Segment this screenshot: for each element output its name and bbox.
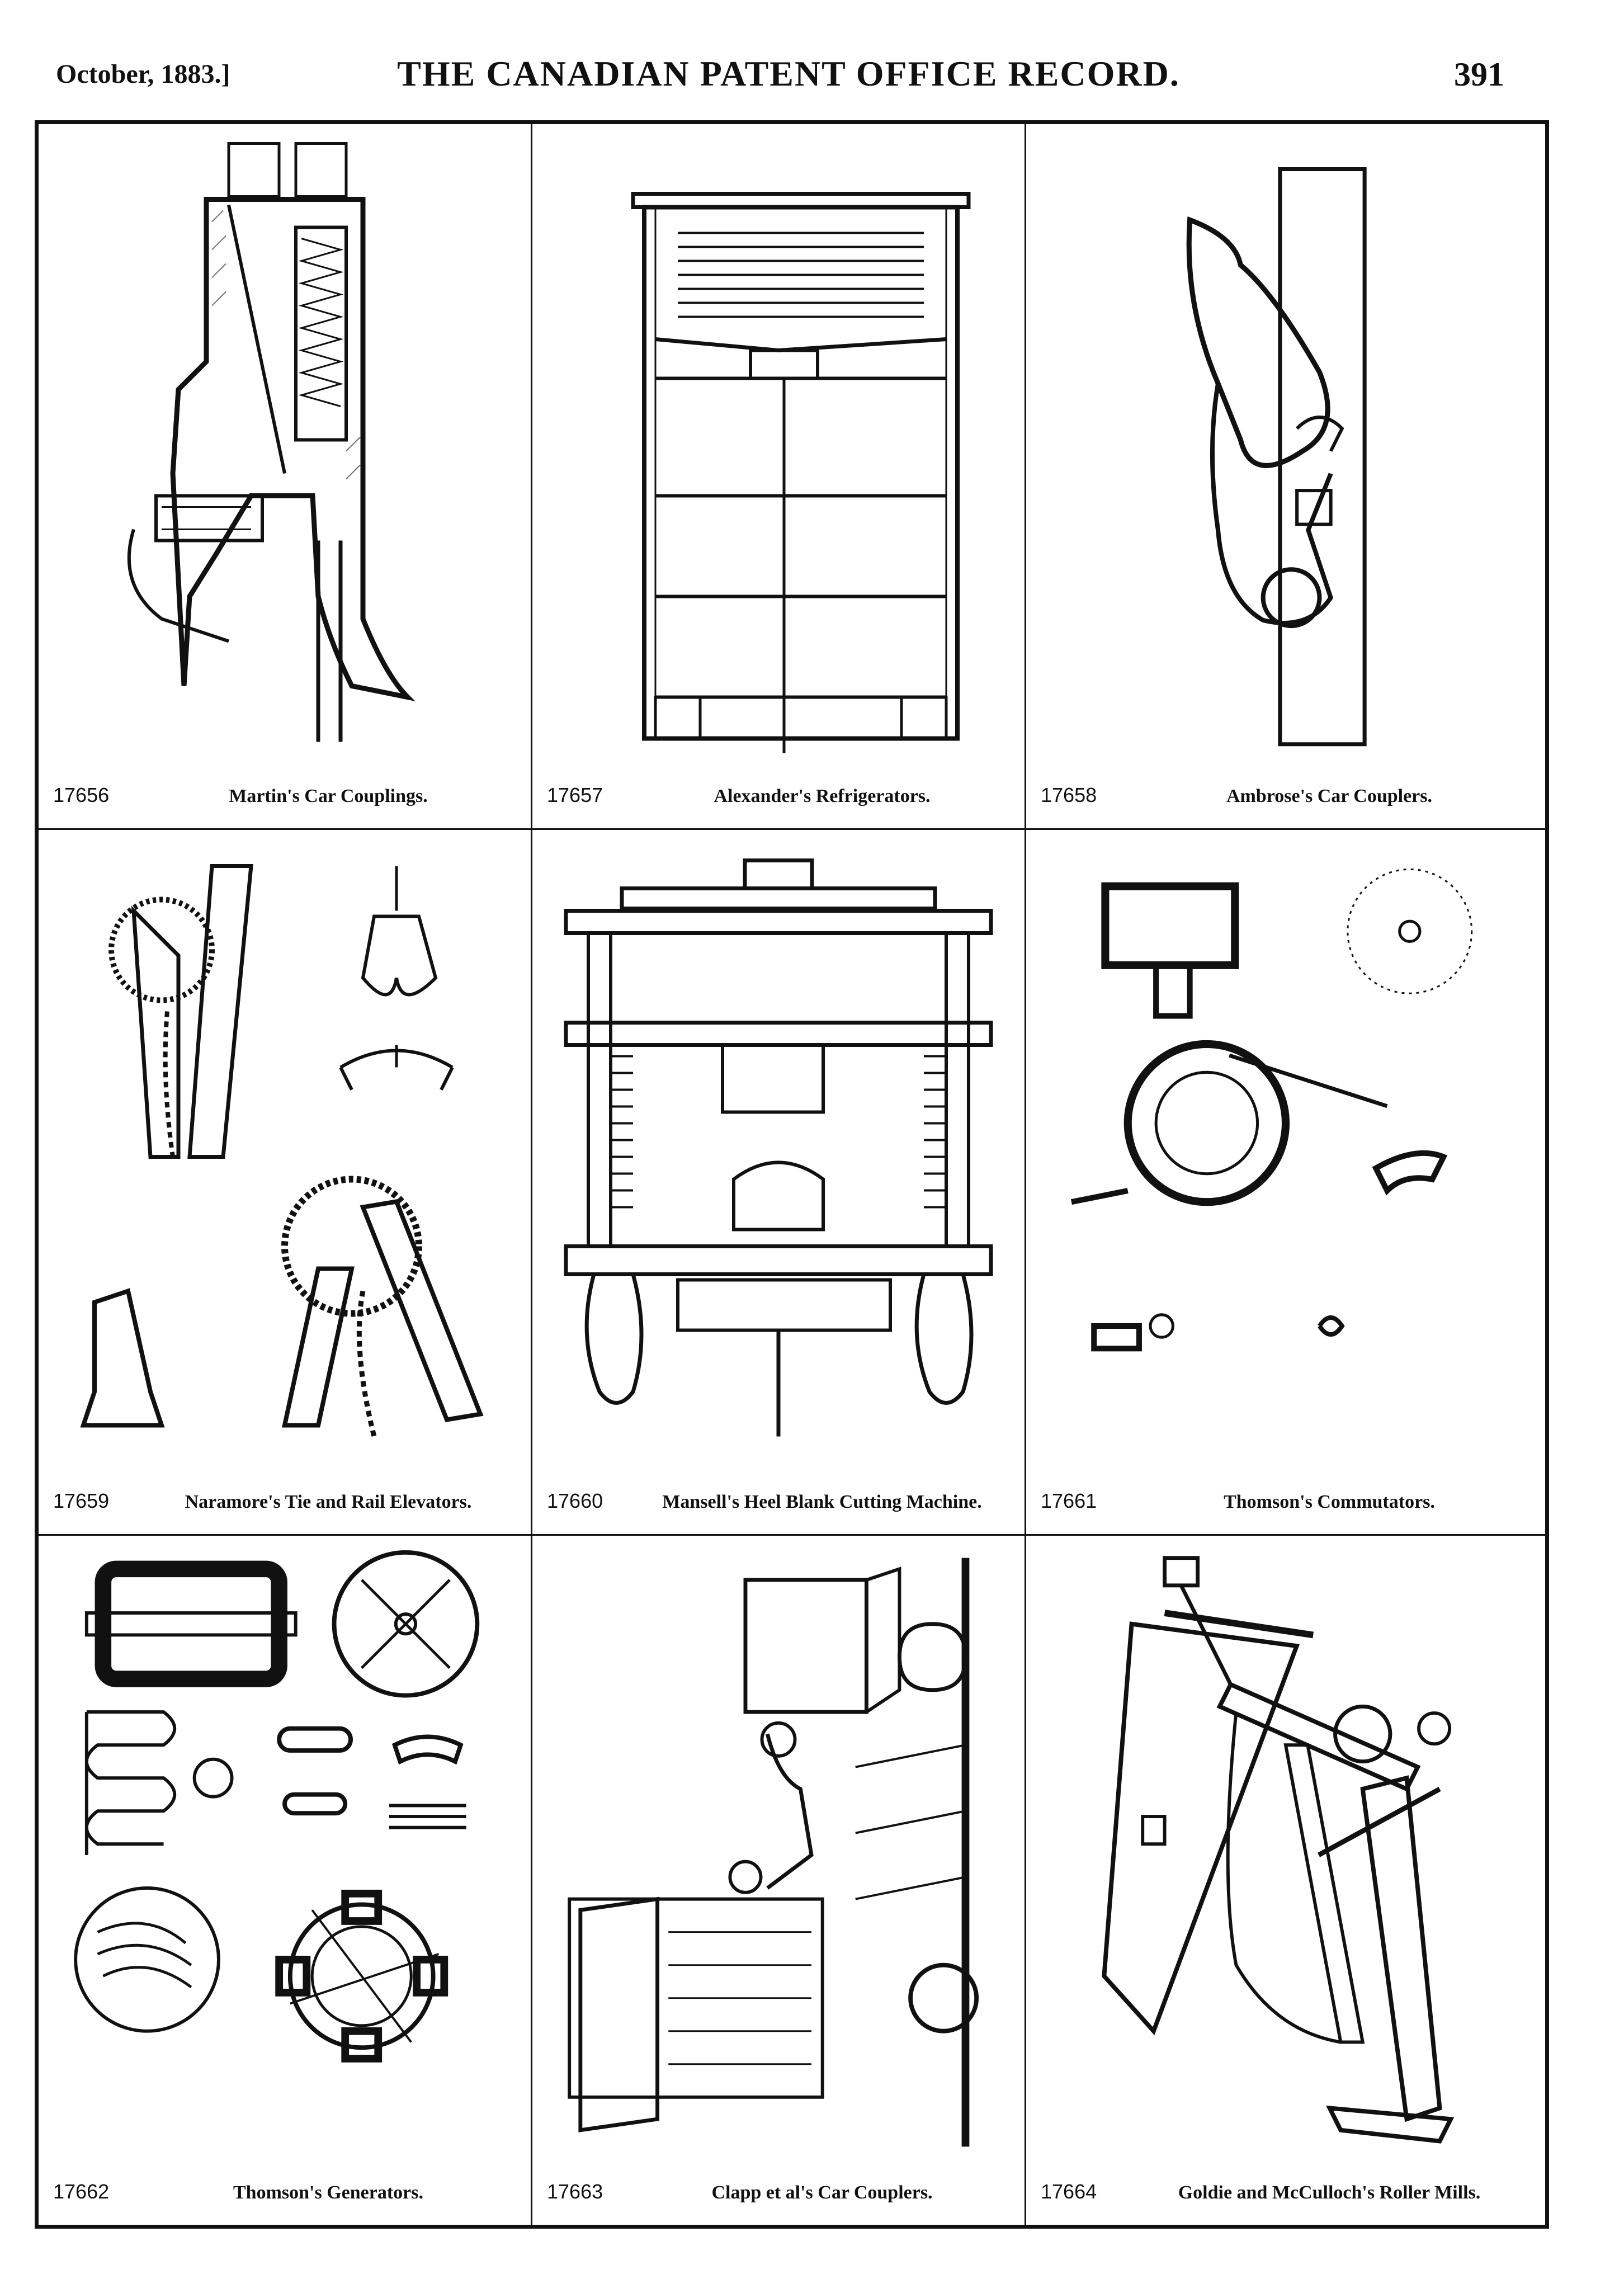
patent-title: Ambrose's Car Couplers. <box>1226 786 1433 806</box>
patent-number: 17663 <box>547 2180 603 2203</box>
patent-drawing-refrigerator <box>544 135 1013 761</box>
publication-title: THE CANADIAN PATENT OFFICE RECORD. <box>397 54 1180 93</box>
patent-title: Mansell's Heel Blank Cutting Machine. <box>662 1492 982 1512</box>
patent-caption: 17661 Thomson's Commutators. <box>1041 1485 1534 1513</box>
patent-drawing-commutators <box>1037 841 1534 1467</box>
patent-drawing-car-couplers-clapp <box>544 1547 1013 2158</box>
patent-number: 17661 <box>1041 1489 1097 1512</box>
patent-drawing-generators <box>50 1547 520 2158</box>
patent-caption: 17662 Thomson's Generators. <box>53 2176 520 2203</box>
patent-caption: 17657 Alexander's Refrigerators. <box>547 779 1013 807</box>
patent-title: Thomson's Generators. <box>233 2182 423 2203</box>
patent-cell-17659: 17659 Naramore's Tie and Rail Elevators. <box>39 830 532 1536</box>
patent-cell-17661: 17661 Thomson's Commutators. <box>1026 830 1545 1536</box>
patent-number: 17664 <box>1041 2180 1097 2203</box>
patent-title: Goldie and McCulloch's Roller Mills. <box>1178 2182 1481 2203</box>
patent-title: Clapp et al's Car Couplers. <box>711 2182 933 2203</box>
patent-cell-17663: 17663 Clapp et al's Car Couplers. <box>532 1536 1026 2225</box>
patent-number: 17656 <box>53 784 110 806</box>
patent-cell-17660: 17660 Mansell's Heel Blank Cutting Machi… <box>532 830 1026 1536</box>
patent-caption: 17664 Goldie and McCulloch's Roller Mill… <box>1041 2176 1534 2203</box>
patent-caption: 17656 Martin's Car Couplings. <box>53 779 520 807</box>
patent-drawing-car-coupling-section <box>50 135 520 761</box>
patent-title: Thomson's Commutators. <box>1224 1492 1435 1512</box>
patent-caption: 17663 Clapp et al's Car Couplers. <box>547 2176 1013 2203</box>
patent-caption: 17658 Ambrose's Car Couplers. <box>1041 779 1534 807</box>
page-number: 391 <box>1454 56 1504 93</box>
patent-caption: 17660 Mansell's Heel Blank Cutting Machi… <box>547 1485 1013 1513</box>
patent-title: Naramore's Tie and Rail Elevators. <box>185 1492 472 1512</box>
patent-title: Alexander's Refrigerators. <box>714 786 931 806</box>
patent-cell-17656: 17656 Martin's Car Couplings. <box>39 124 532 830</box>
patent-cell-17664: 17664 Goldie and McCulloch's Roller Mill… <box>1026 1536 1545 2225</box>
patent-number: 17658 <box>1041 784 1097 806</box>
patent-title: Martin's Car Couplings. <box>229 786 428 806</box>
patent-number: 17660 <box>547 1489 603 1512</box>
patent-cell-17662: 17662 Thomson's Generators. <box>39 1536 532 2225</box>
patent-caption: 17659 Naramore's Tie and Rail Elevators. <box>53 1485 520 1513</box>
patent-drawing-cutting-machine <box>544 841 1013 1467</box>
issue-date: October, 1883.] <box>56 59 230 89</box>
patent-cell-17657: 17657 Alexander's Refrigerators. <box>532 124 1026 830</box>
patent-drawing-car-coupler-hook <box>1037 135 1534 761</box>
patent-drawing-tie-elevator <box>50 841 520 1467</box>
patent-plate-grid: 17656 Martin's Car Couplings. <box>35 120 1549 2229</box>
patent-drawing-roller-mill <box>1037 1547 1534 2158</box>
page-header: October, 1883.] THE CANADIAN PATENT OFFI… <box>56 53 1521 98</box>
patent-number: 17662 <box>53 2180 110 2203</box>
patent-number: 17659 <box>53 1489 110 1512</box>
patent-cell-17658: 17658 Ambrose's Car Couplers. <box>1026 124 1545 830</box>
patent-number: 17657 <box>547 784 603 806</box>
